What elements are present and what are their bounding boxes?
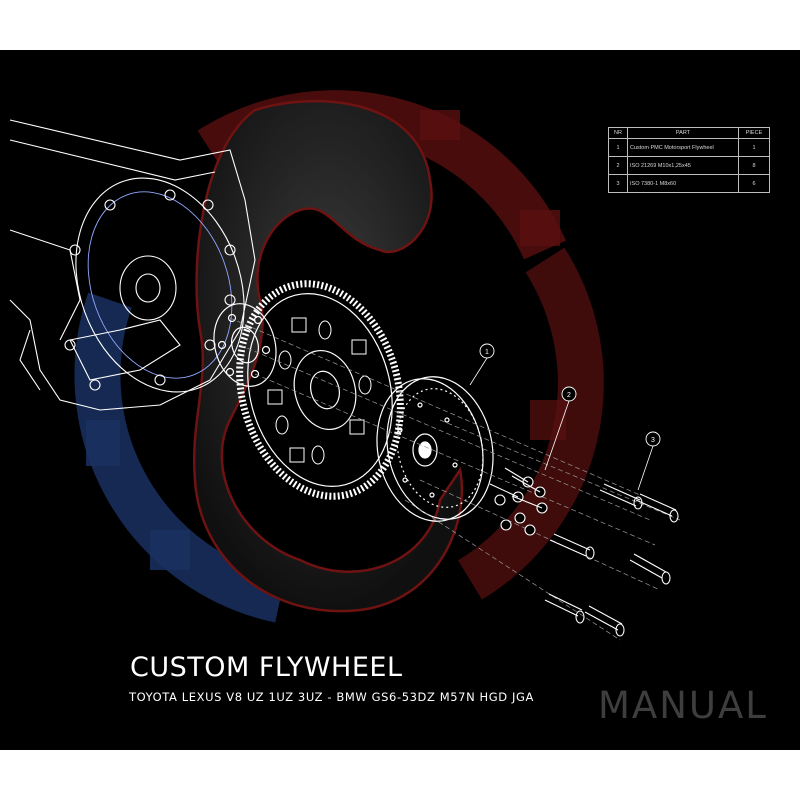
header-part: PART xyxy=(627,127,739,139)
diagram-canvas: 1 2 3 NR PART PIECE 1 Custom PMC Motorsp… xyxy=(0,50,800,750)
row-part: ISO 21269 M10x1,25x45 xyxy=(627,156,739,175)
gearbox-housing xyxy=(9,119,256,411)
callout-2: 2 xyxy=(544,386,577,471)
adapter-plate xyxy=(213,303,277,387)
logo-panther-head xyxy=(193,100,464,613)
parts-table-header: NR PART PIECE xyxy=(608,127,770,139)
row-piece: 6 xyxy=(738,174,770,193)
parts-table: NR PART PIECE 1 Custom PMC Motorsport Fl… xyxy=(608,127,770,193)
row-nr: 1 xyxy=(608,138,628,157)
row-piece: 8 xyxy=(738,156,770,175)
table-row: 3 ISO 7380-1 M8x60 6 xyxy=(608,174,770,193)
table-row: 1 Custom PMC Motorsport Flywheel 1 xyxy=(608,138,770,157)
row-nr: 3 xyxy=(608,174,628,193)
table-row: 2 ISO 21269 M10x1,25x45 8 xyxy=(608,156,770,175)
assembly-axes xyxy=(229,317,681,641)
pressure-plate-bolts xyxy=(544,483,679,637)
logo-gear-ring xyxy=(74,90,604,623)
callout-3: 3 xyxy=(637,431,661,491)
row-part: Custom PMC Motorsport Flywheel xyxy=(627,138,739,157)
manual-watermark: MANUAL xyxy=(598,684,768,727)
callout-2-label: 2 xyxy=(567,392,571,399)
ring-gear xyxy=(236,280,404,500)
header-nr: NR xyxy=(608,127,628,139)
callout-3-label: 3 xyxy=(651,437,655,444)
page-title: CUSTOM FLYWHEEL xyxy=(130,652,403,683)
callout-1-label: 1 xyxy=(485,349,489,356)
flywheel xyxy=(376,376,494,522)
exploded-view-drawing: 1 2 3 xyxy=(9,90,681,641)
row-part: ISO 7380-1 M8x60 xyxy=(627,174,739,193)
page-subtitle: TOYOTA LEXUS V8 UZ 1UZ 3UZ - BMW GS6-53D… xyxy=(129,690,534,704)
row-piece: 1 xyxy=(738,138,770,157)
row-nr: 2 xyxy=(608,156,628,175)
flywheel-bolts xyxy=(489,467,548,536)
callout-1: 1 xyxy=(469,343,495,386)
header-piece: PIECE xyxy=(738,127,770,139)
